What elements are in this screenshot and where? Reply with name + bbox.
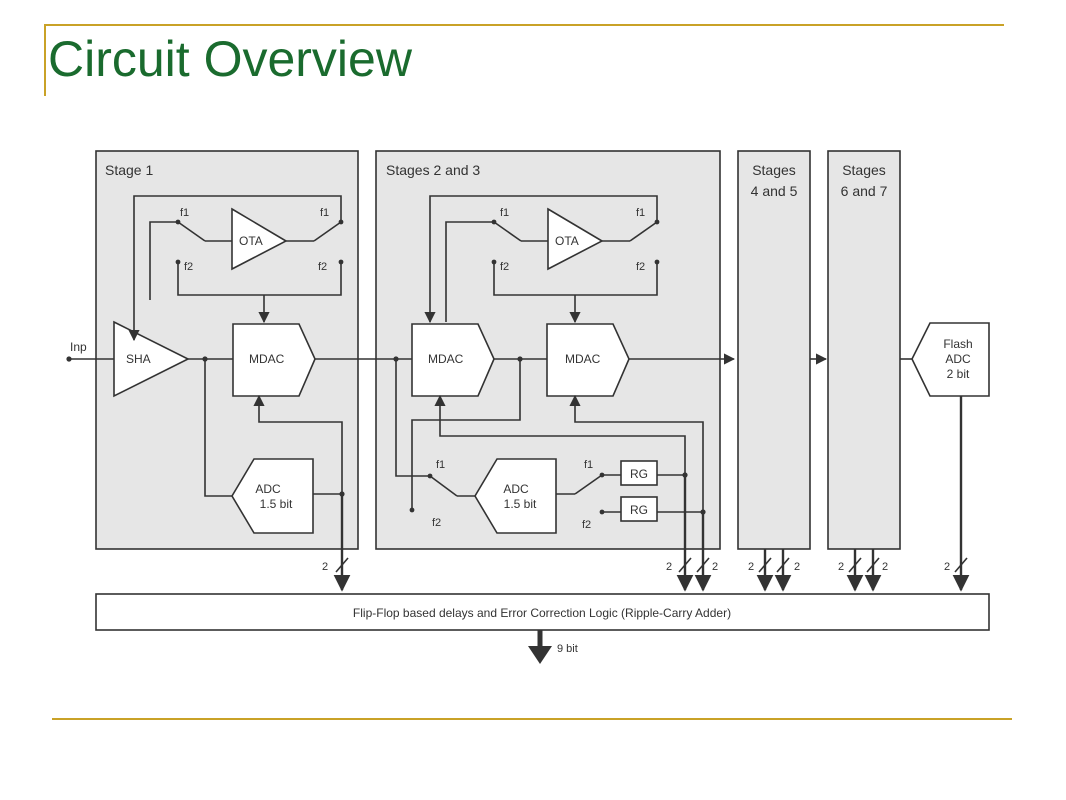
bus-width-stage4: 2	[748, 561, 754, 573]
stage45-label-line1: Stages	[752, 162, 796, 178]
stage23-adc-switch-in	[429, 475, 458, 497]
stage23-adc-f2-in: f2	[432, 517, 441, 529]
stage2-mdac-block	[411, 323, 495, 397]
stage23-adc-label-line1: ADC	[503, 482, 529, 496]
stage23-switch-f1-left	[493, 221, 522, 242]
stage67-label-line2: 6 and 7	[841, 183, 888, 199]
stage23-switch-f1-right	[629, 221, 658, 242]
stage23-adc-switch-out	[574, 474, 603, 495]
stage67-frame	[827, 150, 901, 550]
page-title: Circuit Overview	[48, 31, 412, 87]
stage1-switch-f1-right	[313, 221, 342, 242]
stage1-f1-left: f1	[180, 207, 189, 219]
flash-adc-label-line3: 2 bit	[947, 367, 970, 381]
stage23-adc-f2-out: f2	[582, 519, 591, 531]
stage1-f2-right: f2	[318, 261, 327, 273]
stage1-adc-label-line1: ADC	[255, 482, 281, 496]
error-correction-logic-label: Flip-Flop based delays and Error Correct…	[353, 606, 731, 620]
stage1-f1-right: f1	[320, 207, 329, 219]
bus-width-flash: 2	[944, 561, 950, 573]
stage2-mdac-label: MDAC	[428, 352, 464, 366]
bus-width-stage1: 2	[322, 561, 328, 573]
flash-adc-label-line2: ADC	[945, 352, 971, 366]
stage1-ota-label: OTA	[239, 234, 263, 248]
stage45-frame	[737, 150, 811, 550]
stage23-f1-right: f1	[636, 207, 645, 219]
stage1-f2-left: f2	[184, 261, 193, 273]
stage1-mdac-block	[232, 323, 316, 397]
stage23-f2-left: f2	[500, 261, 509, 273]
top-rule	[44, 24, 1004, 26]
stage3-mdac-label: MDAC	[565, 352, 601, 366]
bus-width-stage3: 2	[712, 561, 718, 573]
bus-width-stage5: 2	[794, 561, 800, 573]
stage1-adc-block	[231, 458, 314, 534]
stage1-label: Stage 1	[105, 162, 153, 178]
bus-width-stage2: 2	[666, 561, 672, 573]
output-arrow-icon	[528, 646, 552, 664]
stage67-label-line1: Stages	[842, 162, 886, 178]
stage23-adc-f1-in: f1	[436, 459, 445, 471]
stage23-ota-block	[547, 207, 604, 271]
stage23-ota-label: OTA	[555, 234, 579, 248]
stage1-ota-block	[231, 207, 288, 271]
bottom-rule	[52, 718, 1012, 720]
left-accent-rule	[44, 24, 46, 96]
register-rg-2	[620, 496, 658, 522]
stage1-mdac-label: MDAC	[249, 352, 285, 366]
stage45-label-line2: 4 and 5	[751, 183, 798, 199]
stage1-adc-label-line2: 1.5 bit	[260, 497, 293, 511]
stage23-adc-f1-out: f1	[584, 459, 593, 471]
bus-width-stage7: 2	[882, 561, 888, 573]
stage1-switch-f1-left	[177, 221, 206, 242]
flash-adc-label-line1: Flash	[943, 337, 972, 351]
flash-adc-block	[911, 322, 990, 397]
stage23-adc-block	[474, 458, 557, 534]
stage23-label: Stages 2 and 3	[386, 162, 480, 178]
register-rg-2-label: RG	[630, 503, 648, 517]
input-label: Inp	[70, 340, 87, 354]
sha-label: SHA	[126, 352, 151, 366]
stage23-f1-left: f1	[500, 207, 509, 219]
stage3-mdac-block	[546, 323, 630, 397]
stage23-adc-label-line2: 1.5 bit	[504, 497, 537, 511]
register-rg-1-label: RG	[630, 467, 648, 481]
output-width-label: 9 bit	[557, 643, 578, 655]
register-rg-1	[620, 460, 658, 486]
stage23-f2-right: f2	[636, 261, 645, 273]
bus-width-stage6: 2	[838, 561, 844, 573]
